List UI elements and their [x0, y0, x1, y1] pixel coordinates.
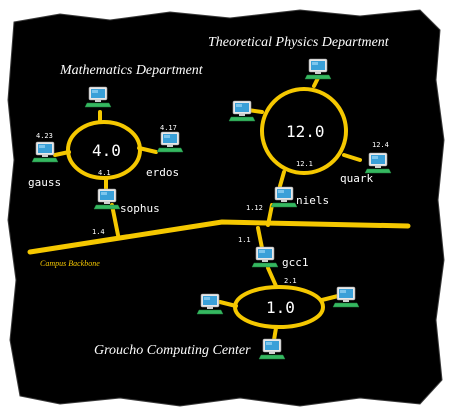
- backbone-label: Campus Backbone: [40, 259, 100, 268]
- workstation-icon-sophus: [93, 188, 121, 210]
- addr-label-gcc1-backbone: 1.1: [238, 236, 251, 244]
- link-sophus-backbone: [110, 203, 120, 237]
- workstation-icon-computing-bottom: [258, 338, 286, 360]
- ring-computing: [233, 285, 325, 329]
- addr-label-niels-ring: 12.1: [296, 160, 313, 168]
- link-gcc1-backbone: [256, 226, 264, 250]
- workstation-icon-math-top: [84, 86, 112, 108]
- link-gcc1-computing-ring: [266, 266, 278, 288]
- link-physics-ring-quark: [342, 153, 362, 162]
- workstation-icon-niels: [270, 186, 298, 208]
- host-label-erdos: erdos: [146, 166, 179, 179]
- host-label-quark: quark: [340, 172, 373, 185]
- ring-label-math: 4.0: [92, 141, 121, 160]
- addr-label-gauss: 4.23: [36, 132, 53, 140]
- ring-math: [66, 120, 142, 180]
- dept-label-computing: Groucho Computing Center: [94, 343, 251, 358]
- workstation-icon-physics-top: [304, 58, 332, 80]
- host-label-sophus: sophus: [120, 202, 160, 215]
- workstation-icon-erdos: [156, 131, 184, 153]
- addr-label-quark: 12.4: [372, 141, 389, 149]
- workstation-icon-gauss: [31, 141, 59, 163]
- workstation-icon-gcc1: [251, 246, 279, 268]
- workstation-icon-quark: [364, 152, 392, 174]
- host-label-niels: niels: [296, 194, 329, 207]
- ring-label-computing: 1.0: [266, 298, 295, 317]
- host-label-gauss: gauss: [28, 176, 61, 189]
- campus-backbone: [27, 219, 411, 255]
- link-niels-physics-ring: [278, 170, 286, 188]
- addr-label-niels-backbone: 1.12: [246, 204, 263, 212]
- dept-label-physics: Theoretical Physics Department: [208, 35, 390, 50]
- addr-label-sophus-ring: 4.1: [98, 169, 111, 177]
- link-computing-ring-bottom: [272, 326, 278, 342]
- host-label-gcc1: gcc1: [282, 256, 309, 269]
- workstation-icon-physics-left: [228, 100, 256, 122]
- workstation-icon-computing-right: [332, 286, 360, 308]
- ring-physics: [260, 87, 348, 175]
- addr-label-gcc1-ring: 2.1: [284, 277, 297, 285]
- addr-label-erdos: 4.17: [160, 124, 177, 132]
- ring-label-physics: 12.0: [286, 122, 325, 141]
- workstation-icon-computing-left: [196, 293, 224, 315]
- dept-label-math: Mathematics Department: [59, 63, 204, 78]
- addr-label-sophus-backbone: 1.4: [92, 228, 105, 236]
- link-computing-ring-right: [320, 294, 340, 302]
- links: [53, 76, 362, 342]
- link-physics-ring-top: [312, 76, 320, 88]
